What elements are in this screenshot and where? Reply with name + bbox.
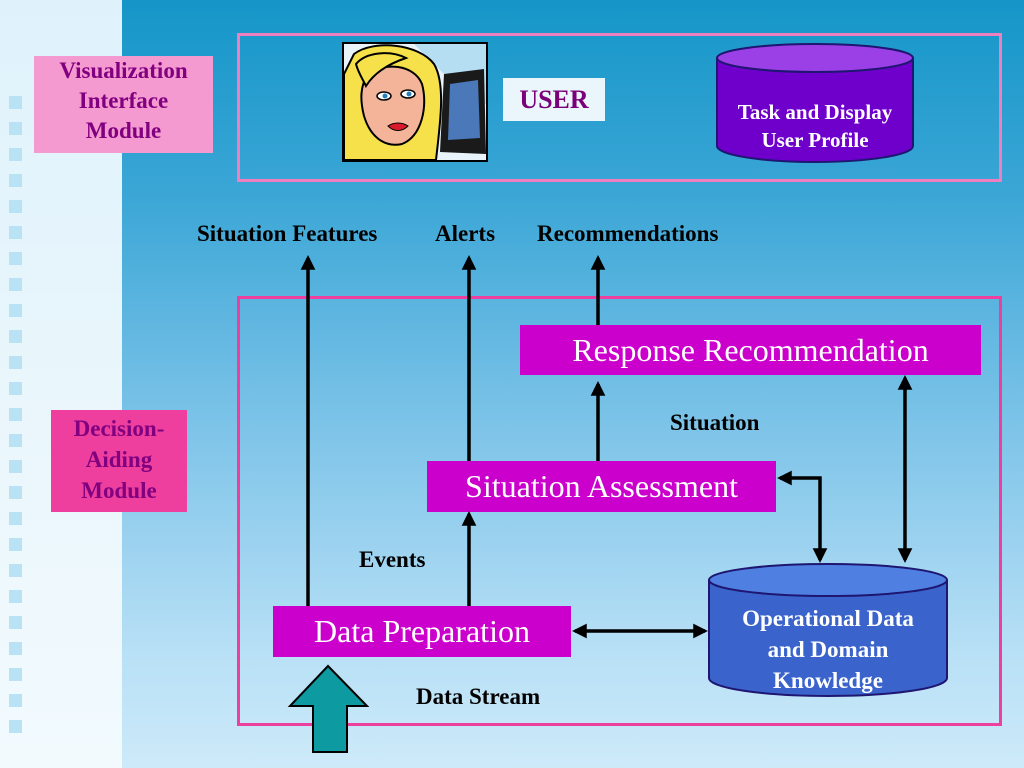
decorative-square	[9, 434, 22, 447]
decorative-square	[9, 200, 22, 213]
decorative-square	[9, 642, 22, 655]
decorative-square	[9, 486, 22, 499]
decorative-square	[9, 278, 22, 291]
situation-assessment-box: Situation Assessment	[427, 461, 776, 512]
situation-label: Situation	[670, 410, 760, 435]
decorative-square	[9, 122, 22, 135]
user-face-icon	[344, 44, 486, 160]
user-label: USER	[503, 78, 605, 121]
alerts-label: Alerts	[435, 221, 496, 246]
decorative-square	[9, 356, 22, 369]
recommendations-label: Recommendations	[537, 221, 719, 246]
decorative-square	[9, 252, 22, 265]
decorative-square	[9, 564, 22, 577]
decorative-square	[9, 174, 22, 187]
decorative-square	[9, 460, 22, 473]
decorative-square	[9, 616, 22, 629]
decorative-square	[9, 96, 22, 109]
decorative-square	[9, 226, 22, 239]
decorative-square	[9, 668, 22, 681]
visualization-module-label: Visualization Interface Module	[34, 56, 213, 153]
profile-database-label: Task and Display User Profile	[737, 100, 893, 152]
data-stream-label: Data Stream	[416, 684, 541, 709]
decorative-square	[9, 538, 22, 551]
operational-data-label: Operational Data and Domain Knowledge	[742, 606, 914, 693]
decorative-square	[9, 590, 22, 603]
events-label: Events	[359, 547, 426, 572]
decorative-square	[9, 720, 22, 733]
decision-aiding-frame	[237, 296, 1002, 726]
assessment-database-arrow	[777, 470, 828, 563]
situation-features-label: Situation Features	[197, 221, 378, 246]
decorative-square	[9, 512, 22, 525]
decorative-square	[9, 694, 22, 707]
data-stream-arrow	[287, 664, 370, 753]
decorative-square	[9, 382, 22, 395]
visualization-frame	[237, 33, 1002, 182]
decorative-square	[9, 408, 22, 421]
user-clipart	[342, 42, 488, 162]
data-preparation-box: Data Preparation	[273, 606, 571, 657]
decorative-square	[9, 330, 22, 343]
task-display-user-profile-database: Task and Display User Profile	[715, 42, 915, 164]
operational-data-database: Operational Data and Domain Knowledge	[707, 562, 949, 698]
decorative-square	[9, 148, 22, 161]
decorative-square	[9, 304, 22, 317]
response-recommendation-box: Response Recommendation	[520, 325, 981, 375]
decision-aiding-module-label: Decision- Aiding Module	[51, 410, 187, 512]
